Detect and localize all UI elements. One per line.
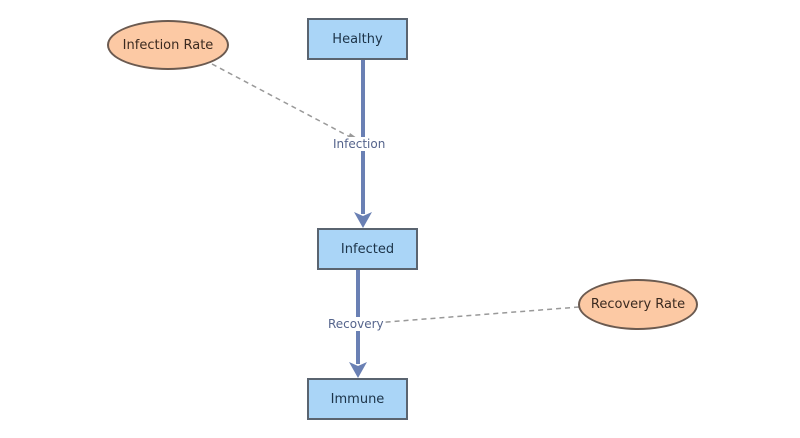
flow-recovery-label[interactable]: Recovery [327, 317, 385, 331]
variable-infection-rate-label: Infection Rate [122, 37, 214, 53]
infection-rate-link[interactable] [211, 63, 353, 139]
stock-infected[interactable]: Infected [317, 228, 418, 270]
variable-recovery-rate[interactable]: Recovery Rate [578, 279, 698, 330]
variable-recovery-rate-label: Recovery Rate [590, 297, 686, 312]
flow-infection-label[interactable]: Infection [332, 137, 387, 151]
recovery-rate-link[interactable] [373, 306, 580, 324]
stock-infected-label: Infected [340, 241, 395, 257]
stock-healthy-label: Healthy [332, 31, 383, 47]
stock-immune[interactable]: Immune [307, 378, 408, 420]
recovery-flow-arrowhead [349, 362, 367, 378]
variable-infection-rate[interactable]: Infection Rate [107, 20, 229, 70]
stock-immune-label: Immune [330, 391, 385, 407]
infection-flow-arrowhead [354, 212, 372, 228]
stock-healthy[interactable]: Healthy [307, 18, 408, 60]
